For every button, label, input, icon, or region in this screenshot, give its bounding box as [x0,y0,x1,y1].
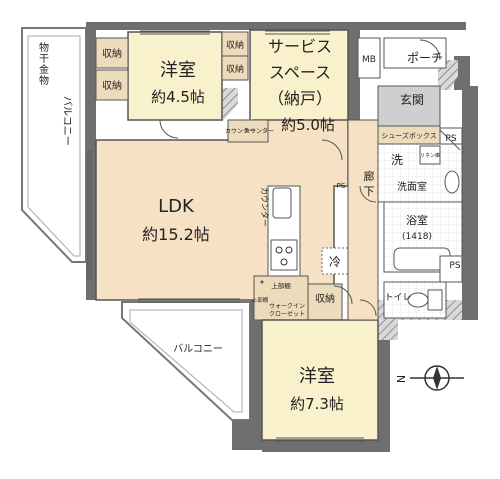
entrance-area [357,37,447,127]
washroom-label: 洗面室 [397,180,427,193]
service-line-1: サービス [268,37,332,56]
linen-label: リネン庫 [420,152,440,159]
corridor-char-2: 下 [364,185,375,198]
toilet-label: トイレ [384,293,411,303]
upper-cabinet-2: 上部棚 [252,296,269,304]
porch-label: ポーチ [407,51,443,65]
south-balcony-label: バルコニー [173,343,223,355]
western-room-2 [261,319,379,441]
ps-label-1: PS [445,134,456,144]
fixtures-lines [87,30,461,442]
north-label: N [395,375,408,383]
shoe-box-label: シューズボックス [381,131,436,140]
mb-label: MB [362,55,376,65]
drying-rack-label: 物干金物 [37,41,49,86]
closets-middle [221,31,249,81]
room-1-size: 約4.5帖 [151,88,205,106]
ldk-name: LDK [158,196,195,217]
fridge-label: 冷 [329,255,341,269]
western-room-1 [127,31,223,121]
ldk [95,119,349,301]
wic-area [253,275,343,321]
room-1-name: 洋室 [160,60,196,81]
wash-label: 洗 [391,153,403,167]
entrance-label: 玄関 [400,92,424,107]
west-balcony [21,27,87,263]
closet-label-1: 収納 [102,47,122,60]
walk-in-2: クローゼット [269,310,305,318]
ps-label-2: PS [449,261,460,271]
ldk-size: 約15.2帖 [142,225,210,244]
room-2-name: 洋室 [299,366,335,387]
compass: N [395,365,464,391]
closet-label-4: 収納 [226,63,244,75]
wet-area [377,125,463,319]
kitchen-counter [267,185,349,277]
service-line-2: スペース [269,63,331,82]
room-2-size: 約7.3帖 [290,395,344,413]
upper-cabinet-1: 上部棚 [271,281,291,290]
closets-left [95,37,129,101]
service-size: 約5.0帖 [281,116,335,134]
counter-vertical: カウンター [260,187,269,227]
closet-label-3: 収納 [226,39,244,51]
walk-in-1: ウォークイン [269,302,305,310]
corridor-char-1: 廊 [364,169,375,183]
bathroom-size: (1418) [402,232,432,242]
bathroom-name: 浴室 [406,213,428,227]
ps-label-3: PS [337,182,346,190]
closet-label-5: 収納 [315,292,335,305]
service-line-3: （納戸） [268,89,332,108]
west-balcony-label: バルコニー [61,96,73,146]
corridor [347,119,379,321]
counter-small-2: カウンター [244,127,274,135]
south-balcony [121,301,251,421]
counter-small-1: カウンター [225,127,255,135]
closet-label-2: 収納 [102,79,122,92]
